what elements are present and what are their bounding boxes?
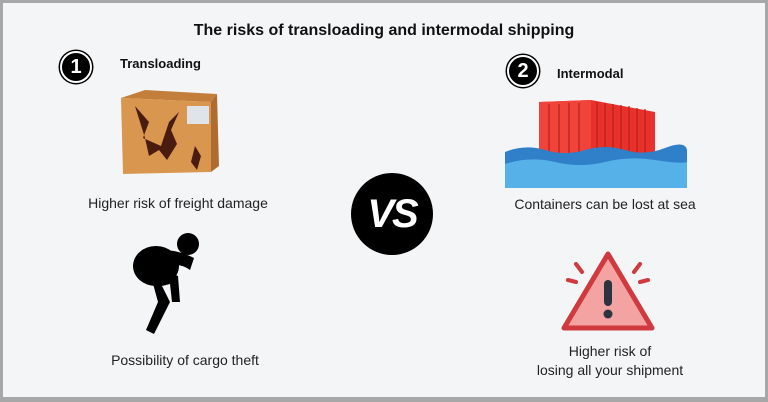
transloading-heading: Transloading bbox=[120, 56, 201, 71]
vs-badge: VS bbox=[351, 173, 433, 255]
damaged-box-icon bbox=[121, 90, 219, 174]
lost-at-sea-caption: Containers can be lost at sea bbox=[514, 196, 696, 212]
step-1-badge: 1 bbox=[60, 51, 92, 83]
caption-line-2: losing all your shipment bbox=[536, 362, 684, 378]
intermodal-heading: Intermodal bbox=[557, 66, 624, 81]
cargo-theft-caption: Possibility of cargo theft bbox=[111, 352, 259, 368]
lose-shipment-caption: Higher risk of losing all your shipment bbox=[500, 342, 720, 380]
thief-icon bbox=[133, 233, 199, 334]
freight-damage-caption: Higher risk of freight damage bbox=[88, 195, 268, 211]
step-2-badge: 2 bbox=[507, 55, 539, 87]
page-title: The risks of transloading and intermodal… bbox=[193, 22, 575, 39]
caption-line-1: Higher risk of bbox=[568, 343, 652, 359]
warning-icon bbox=[561, 251, 655, 331]
container-at-sea-icon bbox=[505, 100, 687, 188]
